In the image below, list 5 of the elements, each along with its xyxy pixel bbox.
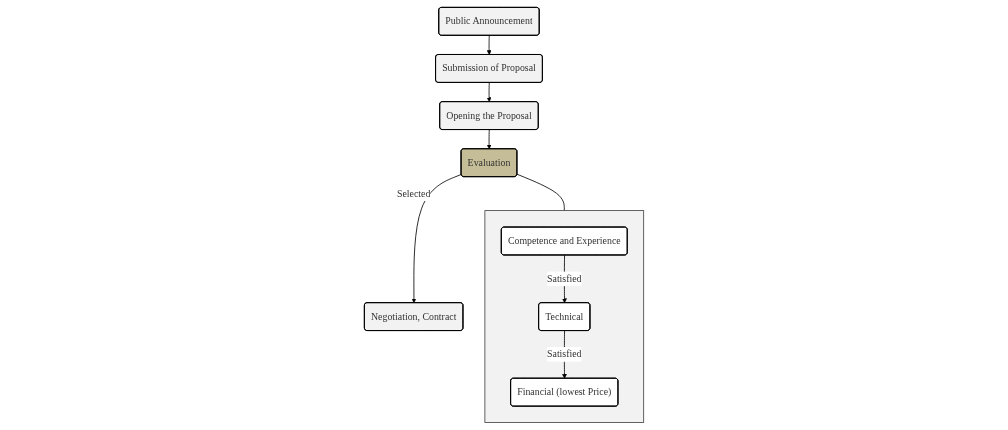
edge-label: Selected [396, 187, 431, 199]
edge-label: Satisfied [546, 273, 582, 285]
connector [516, 173, 565, 212]
edge-label: Satisfied [546, 348, 582, 360]
cluster [484, 210, 645, 423]
